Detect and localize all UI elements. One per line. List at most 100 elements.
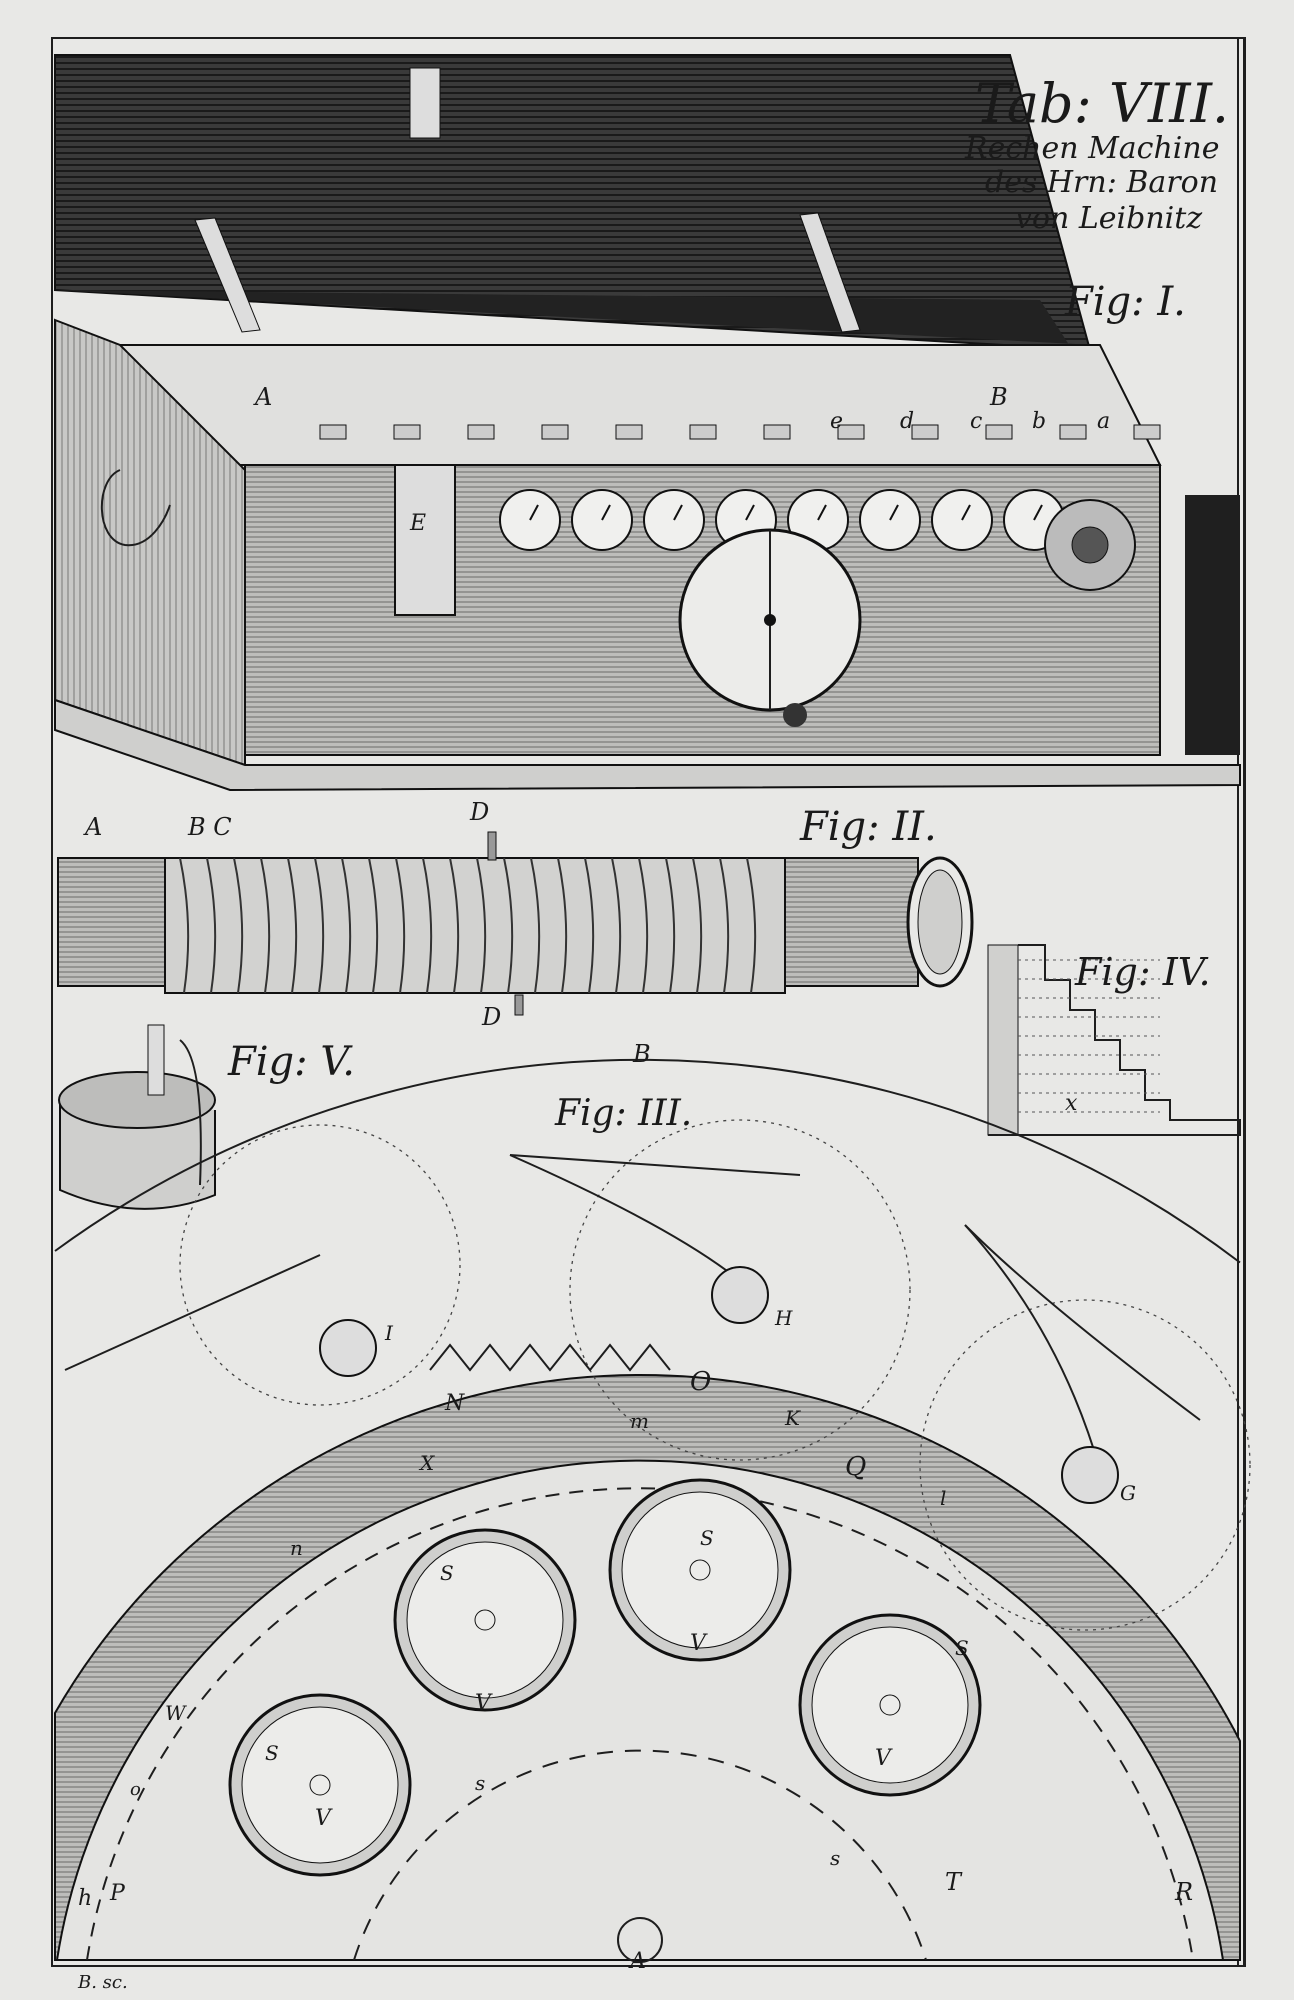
drum-rib (233, 857, 244, 994)
label: n (290, 1536, 303, 1560)
drum-rib (260, 857, 271, 994)
pitch-circle (919, 1299, 1251, 1631)
large-dial-hub (764, 614, 776, 626)
setting-key (1133, 424, 1161, 440)
drum-body (164, 857, 786, 994)
label: E (409, 511, 426, 536)
cup-post (147, 1024, 165, 1096)
counting-wheel-inner (811, 1626, 969, 1784)
drum-rib (584, 857, 595, 994)
label: I (384, 1321, 394, 1345)
counting-wheels (228, 1478, 982, 1877)
drum-rib (692, 857, 703, 994)
drum-ribs (179, 857, 757, 994)
label: d (900, 409, 914, 434)
box-handle (100, 469, 171, 547)
label: A (83, 813, 102, 841)
drum-rib (638, 857, 649, 994)
drum-rib (395, 857, 406, 994)
setting-key (615, 424, 643, 440)
drum-rib (503, 857, 514, 994)
slide-E (394, 464, 456, 616)
drum-rib (476, 857, 487, 994)
pinion-H (711, 1266, 769, 1324)
label: O (690, 1367, 711, 1397)
fig2-stepped-drum (57, 831, 974, 1016)
label: T (945, 1868, 963, 1896)
label: c (970, 409, 982, 434)
outer-arc (54, 1058, 1241, 1264)
drum-end-inner (917, 869, 963, 975)
drum-rib (314, 857, 325, 994)
fig3-mechanism (54, 1058, 1251, 1963)
setting-key (1059, 424, 1087, 440)
label: x (1065, 1091, 1078, 1116)
setting-key (837, 424, 865, 440)
fig3-caption: Fig: III. (554, 1093, 692, 1134)
fig5-cup (58, 1024, 216, 1210)
label: H (774, 1306, 793, 1330)
wheel-axle (879, 1694, 901, 1716)
pitch-circle (179, 1124, 461, 1406)
drum-pin-bottom (514, 994, 524, 1016)
fig2-caption: Fig: II. (799, 804, 937, 850)
signature: B. sc. (77, 1972, 128, 1993)
setting-key (541, 424, 569, 440)
lever (509, 1154, 746, 1286)
lever (964, 1224, 1201, 1421)
counting-wheel-inner (621, 1491, 779, 1649)
label: m (630, 1409, 649, 1433)
subtitle-line-3: von Leibnitz (1015, 201, 1202, 236)
label: G (1120, 1481, 1136, 1505)
wheel-axle (309, 1774, 331, 1796)
label: o (130, 1779, 141, 1800)
label: R (1174, 1878, 1193, 1906)
subtitle-line-2: des Hrn: Baron (985, 165, 1218, 200)
crank-knob (783, 703, 807, 727)
dial-hand (529, 504, 539, 521)
label: a (1097, 409, 1110, 434)
dial-hand (1033, 504, 1043, 521)
label: l (940, 1486, 946, 1510)
center-axle (617, 1917, 663, 1963)
label: B (632, 1040, 651, 1068)
lid-strap (799, 212, 861, 333)
label: W (165, 1701, 187, 1725)
drum-rib (287, 857, 298, 994)
label: V (315, 1806, 333, 1831)
label: B C (187, 813, 232, 841)
label: V (690, 1631, 708, 1656)
label: Q (845, 1452, 866, 1482)
drum-rib (449, 857, 460, 994)
cup-blade (179, 1039, 202, 1186)
subtitle-line-1: Rechen Machine (964, 131, 1219, 166)
dial-hand (673, 504, 683, 521)
setting-key (393, 424, 421, 440)
drum-rib (368, 857, 379, 994)
label: B (989, 383, 1008, 411)
drum-rib (422, 857, 433, 994)
label: s (830, 1846, 840, 1870)
central-gear (353, 1749, 927, 1961)
dial-hand (745, 504, 755, 521)
wheel-axle (474, 1609, 496, 1631)
drum-rib (719, 857, 730, 994)
label: A (628, 1949, 646, 1974)
lid-strap (409, 67, 441, 139)
label: e (830, 409, 843, 434)
plate-border-inner (1237, 37, 1245, 1967)
fig1-caption: Fig: I. (1064, 279, 1186, 325)
setting-key (689, 424, 717, 440)
label: h (78, 1886, 92, 1911)
label: V (875, 1746, 893, 1771)
label: S (700, 1526, 714, 1550)
plate-title: Tab: VIII. (975, 72, 1229, 135)
label: S (265, 1741, 279, 1765)
label: X (418, 1451, 435, 1475)
drum-rib (665, 857, 676, 994)
key-row (319, 424, 1161, 440)
drum-rib (611, 857, 622, 994)
label: N (444, 1391, 465, 1416)
box-base (54, 698, 1241, 792)
